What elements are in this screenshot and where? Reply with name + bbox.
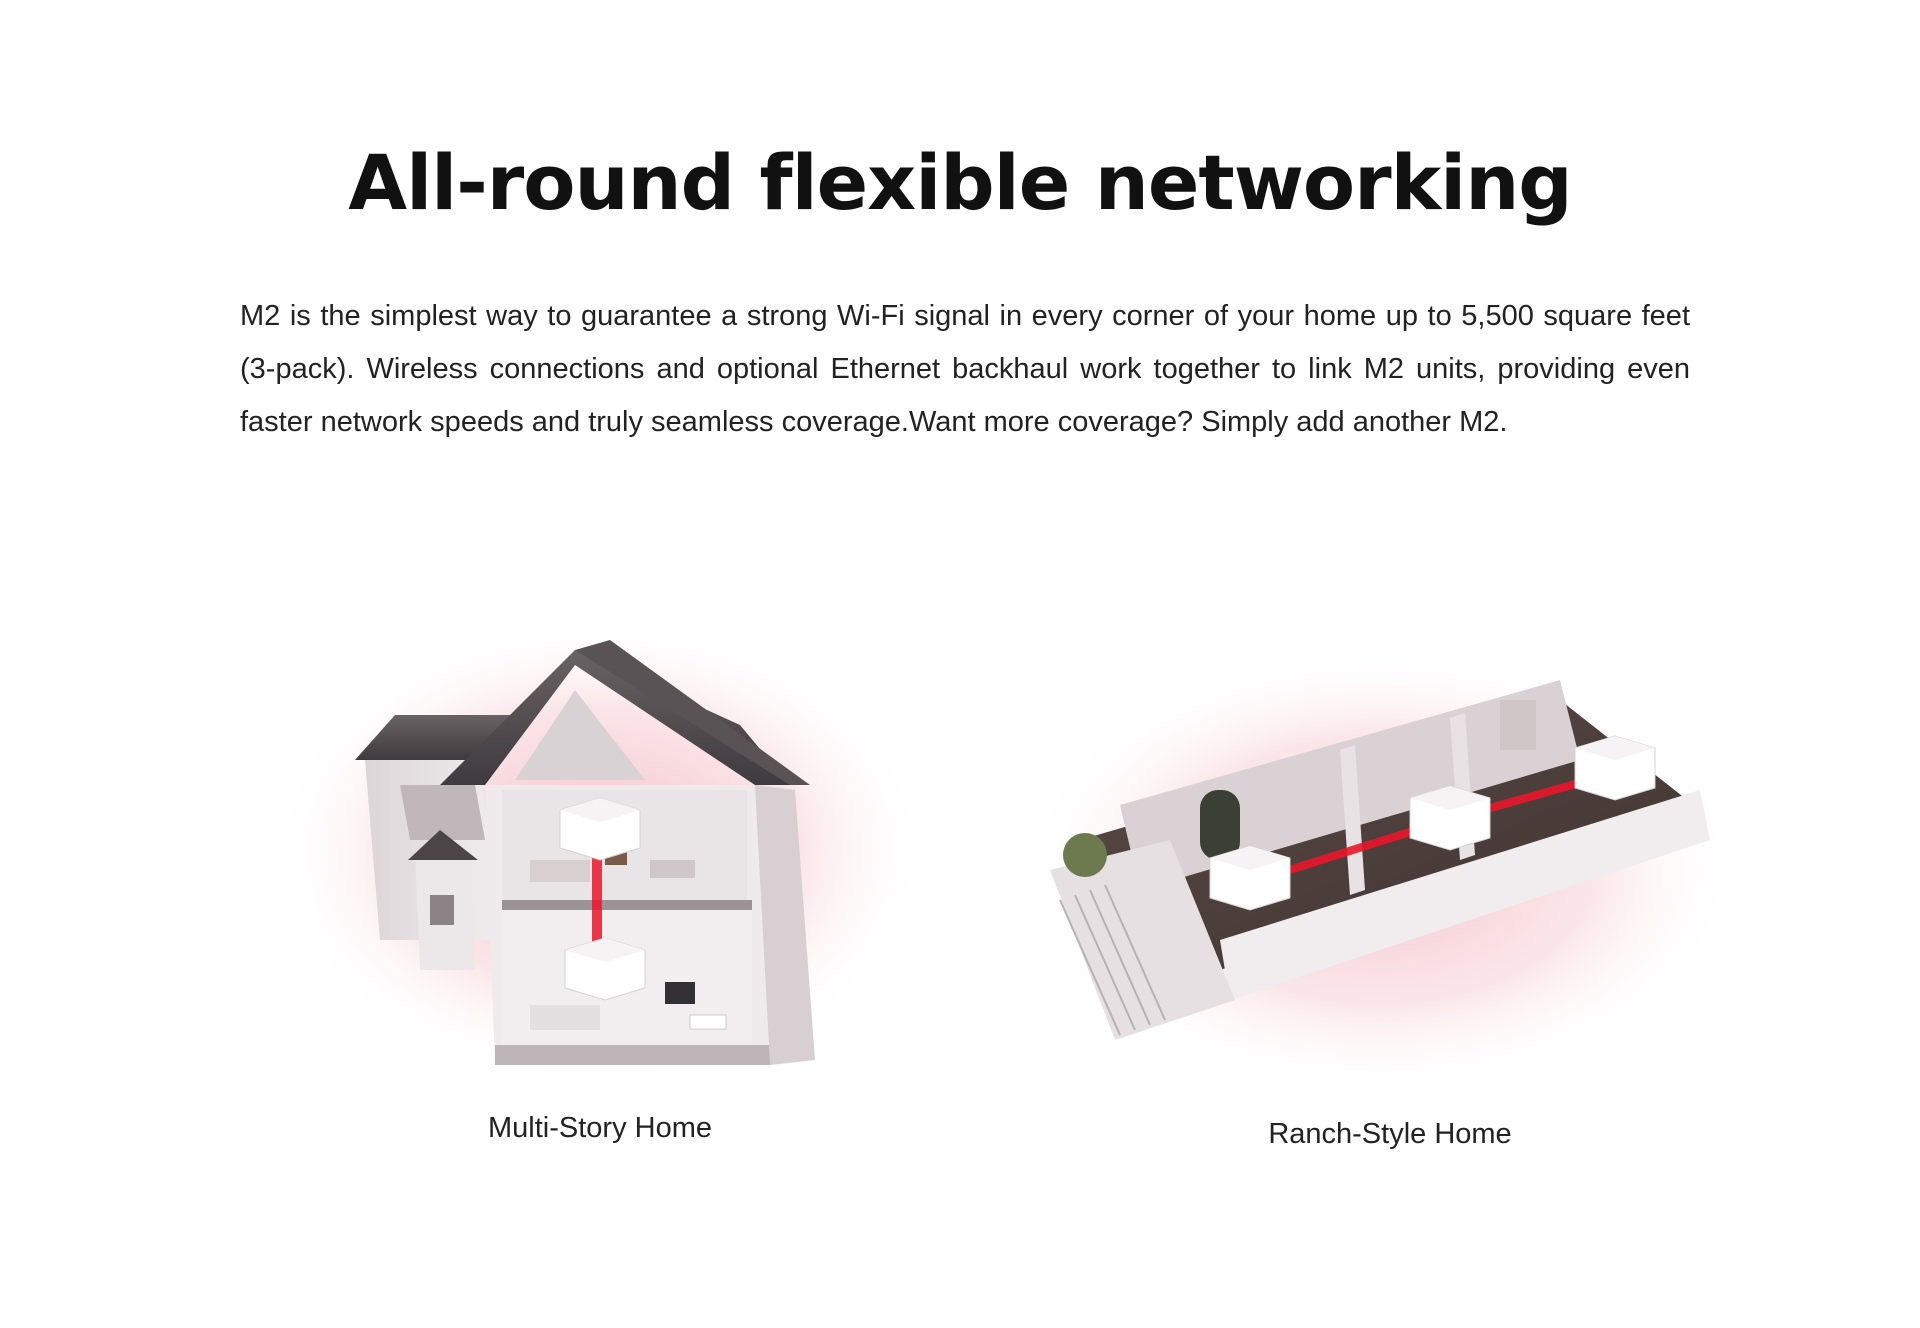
multi-story-house-illustration (270, 610, 930, 1080)
multi-story-caption: Multi-Story Home (488, 1112, 712, 1144)
page-title: All-round flexible networking (348, 138, 1572, 227)
ranch-style-caption: Ranch-Style Home (1268, 1118, 1512, 1150)
intro-paragraph: M2 is the simplest way to guarantee a st… (240, 300, 1690, 438)
ranch-style-house-illustration (1020, 640, 1740, 1100)
